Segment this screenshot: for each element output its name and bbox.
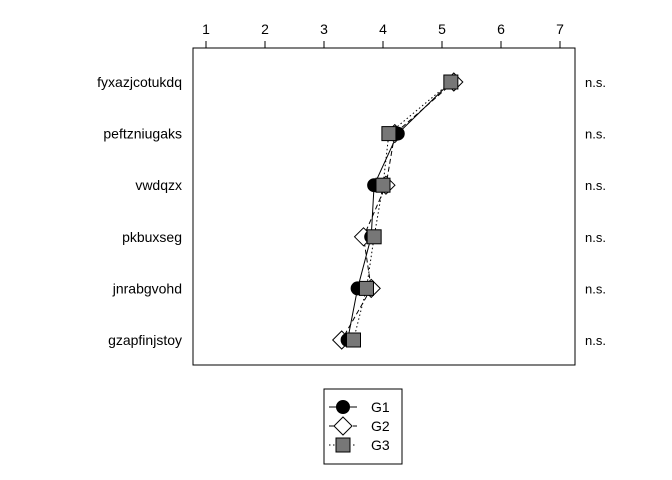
x-tick-label: 4 (379, 21, 387, 37)
legend-marker-g2 (333, 416, 353, 436)
data-point-g3 (366, 229, 382, 245)
category-labels: fyxazjcotukdq peftzniugaks vwdqzx pkbuxseg j… (97, 74, 182, 348)
x-tick-label: 7 (556, 21, 564, 37)
data-point-g3 (358, 280, 374, 296)
plot-frame (192, 47, 576, 366)
legend-label-g3: G3 (371, 437, 390, 453)
legend-label-g2: G2 (371, 418, 390, 434)
x-tick-label: 3 (320, 21, 328, 37)
series-line-g2 (341, 81, 455, 341)
significance-label: n.s. (585, 230, 606, 245)
category-label: gzapfinjstoy (108, 332, 182, 348)
series-lines (341, 81, 455, 341)
data-point-g3 (443, 74, 459, 90)
category-label: fyxazjcotukdq (97, 74, 182, 90)
legend-label-g1: G1 (371, 399, 390, 415)
x-axis: 1 2 3 4 5 6 7 (202, 21, 564, 49)
significance-labels: n.s. n.s. n.s. n.s. n.s. n.s. (585, 75, 606, 348)
legend-marker-g3 (335, 437, 351, 453)
x-tick-label: 1 (202, 21, 210, 37)
series-markers (331, 72, 464, 350)
series-line-g1 (347, 81, 452, 341)
significance-label: n.s. (585, 178, 606, 193)
x-tick-label: 5 (438, 21, 446, 37)
data-point-g3 (346, 332, 361, 348)
x-tick-label: 6 (497, 21, 505, 37)
data-point-g3 (381, 126, 397, 142)
category-label: jnrabgvohd (112, 280, 182, 296)
category-label: vwdqzx (135, 177, 182, 193)
significance-label: n.s. (585, 333, 606, 348)
significance-label: n.s. (585, 75, 606, 90)
data-point-g3 (375, 177, 391, 193)
significance-label: n.s. (585, 281, 606, 296)
significance-label: n.s. (585, 127, 606, 142)
category-label: pkbuxseg (122, 229, 182, 245)
category-label: peftzniugaks (103, 126, 182, 142)
legend-marker-g1 (336, 400, 350, 414)
x-tick-label: 2 (261, 21, 269, 37)
series-line-g3 (353, 81, 452, 341)
